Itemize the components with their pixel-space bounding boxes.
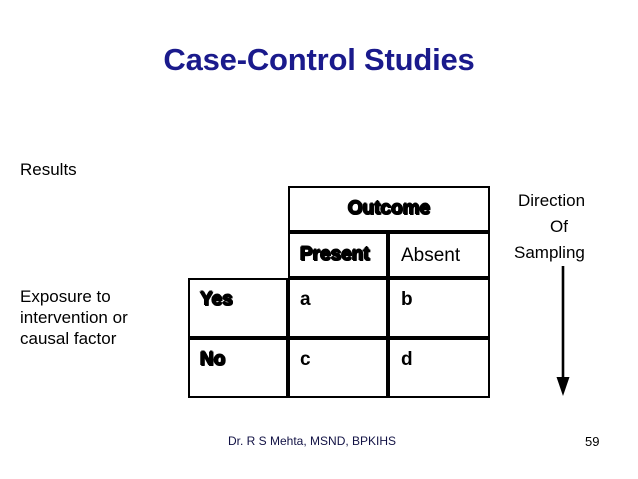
table-group-header-cell [288, 186, 490, 232]
table-row-label-yes: Yes [200, 289, 233, 310]
table-row-header-yes [188, 278, 288, 338]
table-group-header-label: Outcome [347, 198, 431, 219]
direction-line-1: Direction [518, 191, 586, 210]
table-cell-no-absent [388, 338, 490, 398]
table-cell-no-present [288, 338, 388, 398]
table-row-label-no: No [200, 349, 226, 370]
table-cell-value-b: b [401, 289, 413, 310]
direction-line-2: Of [550, 217, 568, 236]
table-header-label-absent: Absent [401, 245, 461, 266]
footer-author: Dr. R S Mehta, MSND, BPKIHS [228, 434, 397, 448]
table-cell-value-a: a [300, 289, 311, 310]
table-row-header-no [188, 338, 288, 398]
arrow-down-icon [556, 266, 570, 396]
direction-of-sampling-label: Direction Of Sampling [500, 188, 628, 266]
table-header-label-present: Present [300, 244, 370, 265]
table-header-cell-absent [388, 232, 490, 278]
results-label: Results [20, 160, 77, 179]
table-header-cell-present [288, 232, 388, 278]
exposure-label: Exposure to intervention or causal facto… [20, 287, 128, 348]
table-cell-value-c: c [300, 349, 311, 370]
page-title: Case-Control Studies [163, 42, 475, 77]
footer-page-number: 59 [585, 434, 600, 449]
table-cell-value-d: d [401, 349, 413, 370]
direction-line-3: Sampling [514, 243, 585, 262]
table-cell-yes-absent [388, 278, 490, 338]
table-cell-yes-present [288, 278, 388, 338]
two-by-two-contingency-table: Outcome Present Absent Yes a b No c d [188, 186, 490, 398]
